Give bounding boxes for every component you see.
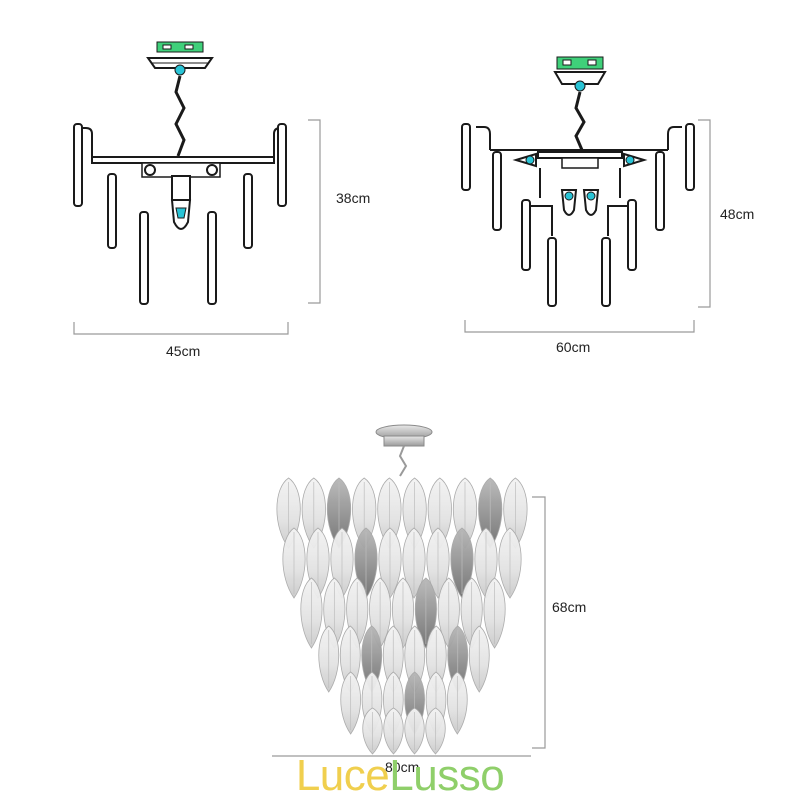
medium-right-lower-arm — [607, 205, 630, 236]
rod — [277, 123, 287, 207]
rod — [547, 237, 557, 307]
rod — [492, 151, 502, 231]
rod — [655, 151, 665, 231]
medium-chandelier-drawing — [461, 56, 695, 307]
medium-width-label: 60cm — [556, 339, 590, 355]
brand-logo-part2: Lusso — [389, 751, 505, 800]
small-height-dimension — [308, 119, 321, 304]
small-ceiling-canopy — [146, 41, 214, 76]
rod — [461, 123, 471, 191]
rod — [243, 173, 253, 249]
small-bulb — [170, 199, 192, 230]
small-chain — [174, 75, 186, 157]
large-glass-leaf-tiers — [276, 477, 528, 755]
small-width-label: 45cm — [166, 343, 200, 359]
small-main-bar — [91, 156, 275, 201]
medium-height-dimension — [698, 119, 711, 308]
medium-glass-rods — [461, 123, 695, 307]
small-height-label: 38cm — [336, 190, 370, 206]
large-chain — [398, 445, 408, 477]
medium-height-label: 48cm — [720, 206, 754, 222]
rod — [627, 199, 637, 271]
rod — [601, 237, 611, 307]
medium-bulbs — [512, 152, 648, 216]
rod — [685, 123, 695, 191]
medium-ceiling-canopy — [553, 56, 607, 92]
small-width-dimension — [73, 322, 289, 335]
rod — [521, 199, 531, 271]
brand-logo-part1: Luce — [295, 751, 390, 800]
medium-chain — [574, 91, 586, 151]
large-ceiling-canopy — [375, 424, 433, 447]
medium-left-hook-arm — [476, 126, 491, 150]
small-left-hook-arm — [80, 127, 93, 157]
small-glass-rods — [73, 123, 287, 305]
large-width-label: 80cm — [385, 759, 419, 775]
medium-width-dimension — [464, 320, 695, 333]
medium-left-lower-arm — [530, 205, 553, 236]
medium-main-bar — [490, 149, 668, 198]
small-chandelier-drawing — [73, 41, 287, 305]
rod — [207, 211, 217, 305]
rod — [107, 173, 117, 249]
large-height-label: 68cm — [552, 599, 586, 615]
rod — [73, 123, 83, 207]
rod — [139, 211, 149, 305]
brand-logo: LuceLusso — [0, 752, 800, 800]
large-height-dimension — [532, 496, 546, 749]
large-chandelier-photo — [276, 424, 528, 755]
medium-right-hook-arm — [667, 126, 682, 150]
